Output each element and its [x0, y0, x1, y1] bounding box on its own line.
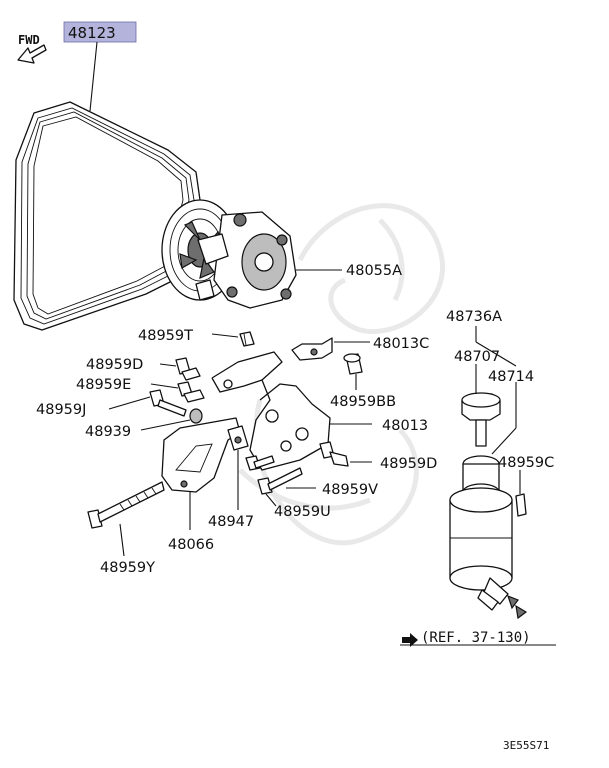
part-label-48055A[interactable]: 48055A: [346, 263, 402, 279]
part-label-48714[interactable]: 48714: [488, 369, 534, 385]
part-labels: 48055A 48959T 48013C 48959D 48959E 48959…: [36, 263, 554, 576]
bracket-48066: [161, 417, 241, 493]
bolts-left-cluster: [149, 357, 205, 424]
bolt-48959Y: [87, 481, 165, 529]
bolt-48959T: [239, 331, 255, 347]
power-steering-pump: [161, 199, 297, 309]
bolts-lower-cluster: [245, 455, 303, 495]
drive-belt: [13, 101, 201, 331]
part-label-48947[interactable]: 48947: [208, 514, 254, 530]
part-label-48707[interactable]: 48707: [454, 349, 500, 365]
part-label-48959Y[interactable]: 48959Y: [100, 560, 155, 576]
forward-direction-arrow: FWD: [17, 33, 47, 64]
part-label-48959C[interactable]: 48959C: [498, 455, 554, 471]
bolt-48959BB: [343, 353, 363, 375]
reference-note[interactable]: (REF. 37-130): [402, 630, 531, 647]
bracket-48013: [211, 351, 331, 471]
part-label-48939[interactable]: 48939: [85, 424, 131, 440]
diagram-code: 3E55S71: [503, 739, 549, 752]
part-48123-highlight[interactable]: 48123: [63, 21, 137, 43]
part-label-48066[interactable]: 48066: [168, 537, 214, 553]
part-label-48959V[interactable]: 48959V: [322, 482, 378, 498]
reference-arrow-icon: [402, 633, 418, 647]
part-label-48123[interactable]: 48123: [68, 24, 116, 42]
part-label-48959D-top[interactable]: 48959D: [86, 357, 143, 373]
reference-text[interactable]: (REF. 37-130): [421, 630, 531, 646]
bracket-48013C: [291, 337, 333, 361]
part-label-48959BB[interactable]: 48959BB: [330, 394, 396, 410]
spacer-48947: [227, 425, 249, 451]
reservoir-assembly: [449, 392, 528, 620]
part-label-48959J[interactable]: 48959J: [36, 402, 86, 418]
part-label-48959T[interactable]: 48959T: [138, 328, 193, 344]
bolt-48959D-right: [319, 441, 349, 467]
part-label-48736A[interactable]: 48736A: [446, 309, 502, 325]
part-label-48959U[interactable]: 48959U: [274, 504, 331, 520]
part-label-48013[interactable]: 48013: [382, 418, 428, 434]
part-label-48959D-right[interactable]: 48959D: [380, 456, 437, 472]
fwd-label: FWD: [18, 33, 40, 47]
leader-lines: [108, 269, 556, 646]
part-label-48013C[interactable]: 48013C: [373, 336, 429, 352]
part-label-48959E[interactable]: 48959E: [76, 377, 131, 393]
